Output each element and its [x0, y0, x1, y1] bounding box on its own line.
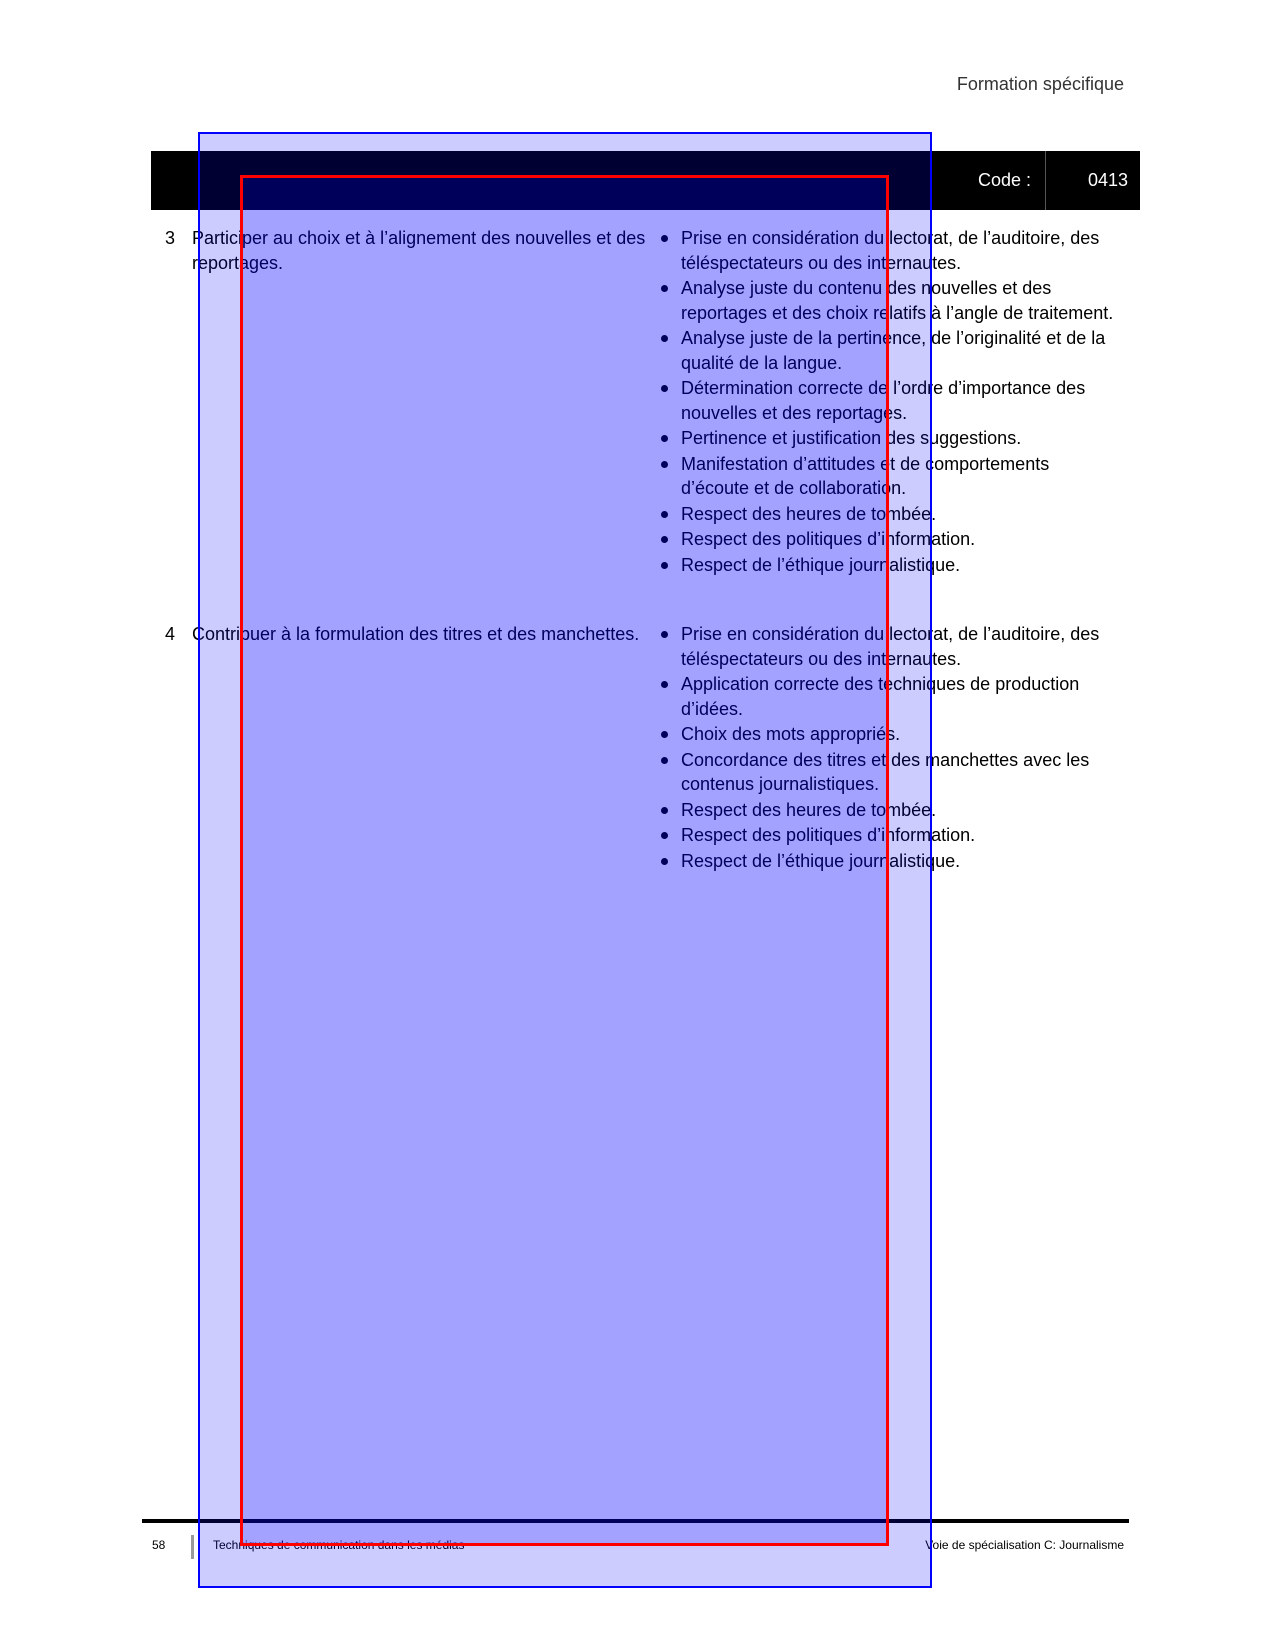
item-number: 4: [165, 624, 176, 644]
item-number: 3: [165, 228, 176, 248]
criterion-text: Respect de l’éthique journalistique.: [681, 850, 961, 871]
item-title: Participer au choix et à l’alignement de…: [192, 228, 646, 273]
divider: [1045, 151, 1046, 210]
criterion-text: Respect des heures de tombée.: [681, 799, 937, 820]
section-header: Formation spécifique: [956, 74, 1124, 94]
criterion-text: Manifestation d’attitudes et de comporte…: [681, 453, 1050, 499]
criterion-text: Concordance des titres et des manchettes…: [681, 749, 1090, 795]
criterion-text: Prise en considération du lectorat, de l…: [681, 228, 1100, 273]
bullet-icon: [661, 385, 668, 392]
bullet-icon: [661, 235, 668, 242]
footer-title: Techniques de communication dans les méd…: [213, 1538, 465, 1552]
criterion-item: Pertinence et justification des suggesti…: [661, 426, 1121, 451]
criterion-item: Respect des heures de tombée.: [661, 502, 1121, 527]
bullet-icon: [661, 510, 668, 518]
criterion-text: Respect des heures de tombée.: [681, 503, 937, 524]
bullet-icon: [661, 832, 668, 839]
criterion-item: Respect de l’éthique journalistique.: [661, 553, 1121, 578]
criterion-text: Prise en considération du lectorat, de l…: [681, 624, 1100, 669]
footer-rule: [142, 1519, 1129, 1523]
criteria-list: Prise en considération du lectorat, de l…: [661, 226, 1121, 578]
header-band: [151, 151, 1140, 210]
criterion-item: Détermination correcte de l’ordre d’impo…: [661, 376, 1121, 425]
bullet-icon: [661, 460, 668, 468]
footer-divider: [191, 1535, 194, 1559]
code-label: Code :: [978, 170, 1032, 190]
criterion-text: Application correcte des techniques de p…: [681, 674, 1080, 719]
bullet-icon: [661, 756, 668, 764]
footer-section: Voie de spécialisation C: Journalisme: [925, 1538, 1124, 1552]
code-value: 0413: [1088, 170, 1129, 190]
criterion-text: Analyse juste de la pertinence, de l’ori…: [681, 328, 1106, 373]
criterion-text: Respect de l’éthique journalistique.: [681, 554, 961, 575]
criterion-item: Manifestation d’attitudes et de comporte…: [661, 452, 1121, 501]
bullet-icon: [661, 561, 668, 569]
bullet-icon: [661, 536, 668, 543]
criterion-item: Prise en considération du lectorat, de l…: [661, 622, 1121, 671]
criterion-text: Respect des politiques d’information.: [681, 529, 976, 549]
criterion-item: Respect des heures de tombée.: [661, 798, 1121, 823]
bullet-icon: [661, 435, 668, 442]
bullet-icon: [661, 285, 668, 292]
criterion-text: Analyse juste du contenu des nouvelles e…: [681, 278, 1114, 323]
bullet-icon: [661, 806, 668, 814]
criterion-item: Analyse juste de la pertinence, de l’ori…: [661, 326, 1121, 375]
criterion-text: Respect des politiques d’information.: [681, 825, 976, 845]
item-title: Contribuer à la formulation des titres e…: [192, 624, 640, 644]
criterion-text: Détermination correcte de l’ordre d’impo…: [681, 378, 1086, 423]
bullet-icon: [661, 731, 668, 738]
bullet-icon: [661, 681, 668, 688]
criterion-text: Pertinence et justification des suggesti…: [681, 428, 1022, 448]
criterion-item: Prise en considération du lectorat, de l…: [661, 226, 1121, 275]
criterion-item: Respect des politiques d’information.: [661, 527, 1121, 552]
bullet-icon: [661, 335, 668, 342]
criterion-item: Choix des mots appropriés.: [661, 722, 1121, 747]
criterion-item: Analyse juste du contenu des nouvelles e…: [661, 276, 1121, 325]
criteria-list: Prise en considération du lectorat, de l…: [661, 622, 1121, 874]
criterion-item: Application correcte des techniques de p…: [661, 672, 1121, 721]
page-number: 58: [152, 1538, 166, 1552]
criterion-item: Concordance des titres et des manchettes…: [661, 748, 1121, 797]
bullet-icon: [661, 631, 668, 638]
criterion-text: Choix des mots appropriés.: [681, 724, 901, 744]
bullet-icon: [661, 857, 668, 865]
criterion-item: Respect des politiques d’information.: [661, 823, 1121, 848]
criterion-item: Respect de l’éthique journalistique.: [661, 849, 1121, 874]
